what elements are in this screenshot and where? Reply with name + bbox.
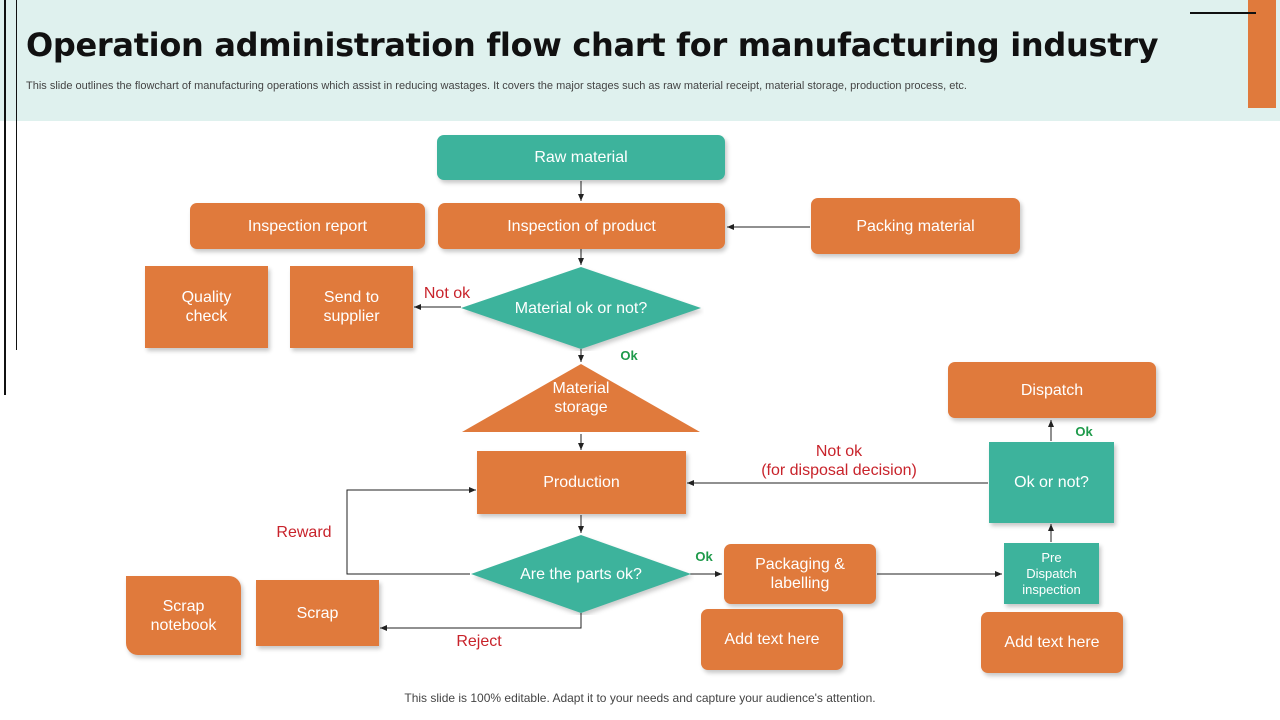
pre-dispatch-inspection-node: Pre Dispatch inspection xyxy=(1004,543,1099,604)
quality-check-node: Quality check xyxy=(145,266,268,348)
material-storage-label: Material storage xyxy=(552,380,610,416)
reject-label: Reject xyxy=(456,632,502,650)
material-ok-diamond xyxy=(461,267,701,349)
ok-material-label: Ok xyxy=(620,347,638,363)
scrap-node: Scrap xyxy=(256,580,379,646)
header-band xyxy=(0,0,1280,121)
decorative-line xyxy=(4,0,6,395)
raw-material-node: Raw material xyxy=(437,135,725,180)
production-node: Production xyxy=(477,451,686,514)
dispatch-node: Dispatch xyxy=(948,362,1156,418)
packaging-labelling-node: Packaging & labelling xyxy=(724,544,876,604)
accent-bar xyxy=(1248,0,1276,108)
not-ok-disposal-label: Not ok (for disposal decision) xyxy=(761,443,917,479)
parts-ok-label: Are the parts ok? xyxy=(520,565,642,583)
arrow-reject-to-scrap xyxy=(380,613,582,631)
decorative-line xyxy=(1190,12,1256,14)
inspection-report-node: Inspection report xyxy=(190,203,425,249)
ok-parts-label: Ok xyxy=(695,548,713,564)
footer-note: This slide is 100% editable. Adapt it to… xyxy=(404,691,876,705)
ok-or-not-node: Ok or not? xyxy=(989,442,1114,523)
material-storage-triangle xyxy=(462,364,700,432)
not-ok-material-label: Not ok xyxy=(423,284,471,302)
add-text-node: Add text here xyxy=(981,612,1123,673)
material-ok-label: Material ok or not? xyxy=(514,299,648,317)
reward-label: Reward xyxy=(276,523,332,541)
decorative-line xyxy=(16,0,17,350)
packing-material-node: Packing material xyxy=(811,198,1020,254)
add-text-node: Add text here xyxy=(701,609,843,670)
inspection-of-product-node: Inspection of product xyxy=(438,203,725,249)
ok-dispatch-label: Ok xyxy=(1075,423,1093,439)
arrow-reward-loop xyxy=(346,487,476,575)
page-subtitle: This slide outlines the flowchart of man… xyxy=(26,80,967,92)
scrap-notebook-node: Scrap notebook xyxy=(126,576,241,655)
send-to-supplier-node: Send to supplier xyxy=(290,266,413,348)
parts-ok-diamond xyxy=(471,535,691,613)
page-title: Operation administration flow chart for … xyxy=(26,26,1159,64)
